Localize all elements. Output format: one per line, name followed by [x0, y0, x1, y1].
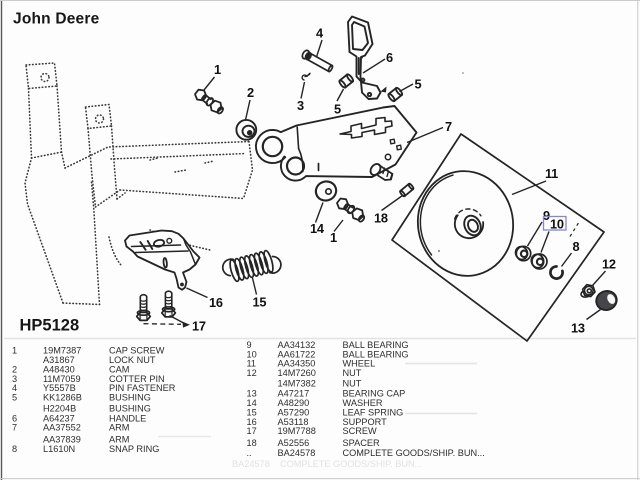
svg-text:A52556: A52556	[278, 438, 310, 448]
svg-text:4: 4	[12, 383, 17, 393]
svg-text:14M7260: 14M7260	[278, 368, 316, 378]
svg-text:ARM: ARM	[109, 423, 129, 433]
svg-text:SNAP RING: SNAP RING	[109, 444, 159, 454]
svg-text:A53118: A53118	[278, 417, 309, 427]
svg-text:12: 12	[247, 368, 257, 378]
svg-text:16: 16	[209, 295, 223, 310]
svg-text:14: 14	[310, 221, 325, 236]
svg-text:John Deere: John Deere	[13, 11, 100, 28]
svg-text:4: 4	[316, 26, 324, 41]
svg-text:L1610N: L1610N	[43, 444, 75, 454]
svg-text:BA24578 COMPLETE GOODS/SHIP: BA24578 COMPLETE GOODS/SHIP. BUN...	[232, 459, 422, 469]
svg-text:KK1286B: KK1286B	[43, 393, 82, 403]
svg-text:1: 1	[330, 230, 337, 245]
svg-text:A48430: A48430	[43, 364, 75, 374]
svg-text:A31867: A31867	[43, 355, 75, 365]
svg-text:BEARING CAP: BEARING CAP	[343, 389, 406, 399]
svg-text:A57290: A57290	[278, 408, 310, 418]
svg-text:SPACER: SPACER	[343, 438, 380, 448]
svg-text:15: 15	[247, 408, 257, 418]
svg-text:6: 6	[386, 50, 393, 65]
svg-text:13: 13	[571, 321, 585, 336]
svg-text:NUT: NUT	[343, 379, 362, 389]
svg-text:HP5128: HP5128	[20, 317, 80, 335]
svg-text:2: 2	[12, 364, 17, 374]
svg-text:5: 5	[12, 393, 17, 403]
svg-text:LOCK NUT: LOCK NUT	[109, 355, 156, 365]
svg-text:COTTER PIN: COTTER PIN	[109, 374, 165, 384]
svg-text:CAP SCREW: CAP SCREW	[109, 346, 165, 356]
svg-text:7: 7	[445, 119, 452, 134]
svg-text:11M7059: 11M7059	[43, 374, 81, 384]
svg-text:17: 17	[192, 319, 206, 334]
svg-text:2: 2	[247, 85, 254, 100]
svg-text:5: 5	[415, 77, 422, 92]
svg-text:Y5557B: Y5557B	[43, 383, 76, 393]
svg-text:AA61722: AA61722	[278, 349, 316, 359]
svg-text:WHEEL: WHEEL	[343, 359, 376, 369]
svg-text:15: 15	[253, 295, 267, 310]
svg-text:PIN FASTENER: PIN FASTENER	[109, 383, 176, 393]
svg-text:10: 10	[247, 349, 257, 359]
svg-text:11: 11	[247, 359, 257, 369]
svg-text:14M7382: 14M7382	[278, 379, 316, 389]
svg-text:H2204B: H2204B	[43, 403, 76, 413]
svg-text:A48290: A48290	[278, 398, 310, 408]
svg-text:SCREW: SCREW	[343, 426, 378, 436]
svg-text:9: 9	[247, 340, 252, 350]
svg-text:AA37552: AA37552	[43, 423, 81, 433]
svg-text:BUSHING: BUSHING	[109, 403, 151, 413]
svg-text:19M7387: 19M7387	[43, 346, 81, 356]
svg-text:LEAF SPRING: LEAF SPRING	[343, 408, 404, 418]
svg-text:3: 3	[297, 98, 304, 113]
svg-text:CAM: CAM	[109, 364, 129, 374]
svg-text:8: 8	[573, 239, 580, 254]
svg-text:BALL BEARING: BALL BEARING	[343, 349, 409, 359]
svg-text:16: 16	[247, 417, 257, 427]
svg-text:1: 1	[12, 346, 17, 356]
svg-text:SUPPORT: SUPPORT	[343, 417, 388, 427]
svg-text:A47217: A47217	[278, 389, 310, 399]
svg-text:BUSHING: BUSHING	[109, 393, 151, 403]
svg-text:18: 18	[374, 211, 388, 226]
svg-text:COMPLETE GOODS/SHIP. BUN...: COMPLETE GOODS/SHIP. BUN...	[343, 448, 485, 458]
svg-text:6: 6	[12, 413, 17, 423]
svg-text:8: 8	[12, 444, 17, 454]
svg-text:AA34132: AA34132	[278, 340, 316, 350]
svg-text:13: 13	[247, 389, 257, 399]
svg-text:AA37839: AA37839	[43, 435, 81, 445]
svg-text:11: 11	[545, 166, 558, 181]
svg-text:14: 14	[247, 398, 257, 408]
svg-text:NUT: NUT	[343, 368, 362, 378]
svg-text:19M7788: 19M7788	[278, 426, 316, 436]
svg-text:10: 10	[550, 217, 564, 232]
svg-text:1: 1	[214, 62, 221, 77]
svg-text:12: 12	[602, 257, 616, 272]
svg-text:BALL BEARING: BALL BEARING	[343, 340, 409, 350]
svg-text:WASHER: WASHER	[343, 398, 383, 408]
svg-text:3: 3	[12, 374, 17, 384]
svg-text:ARM: ARM	[109, 435, 129, 445]
svg-text:7: 7	[12, 423, 17, 433]
svg-text:17: 17	[247, 426, 257, 436]
svg-text:HANDLE: HANDLE	[109, 413, 146, 423]
svg-text:BA24578: BA24578	[278, 448, 316, 458]
svg-text:18: 18	[247, 438, 257, 448]
svg-text:5: 5	[334, 102, 341, 117]
svg-text:A64237: A64237	[43, 413, 75, 423]
svg-text:9: 9	[543, 208, 550, 223]
svg-text:AA34350: AA34350	[278, 359, 316, 369]
svg-text:..: ..	[247, 448, 252, 458]
